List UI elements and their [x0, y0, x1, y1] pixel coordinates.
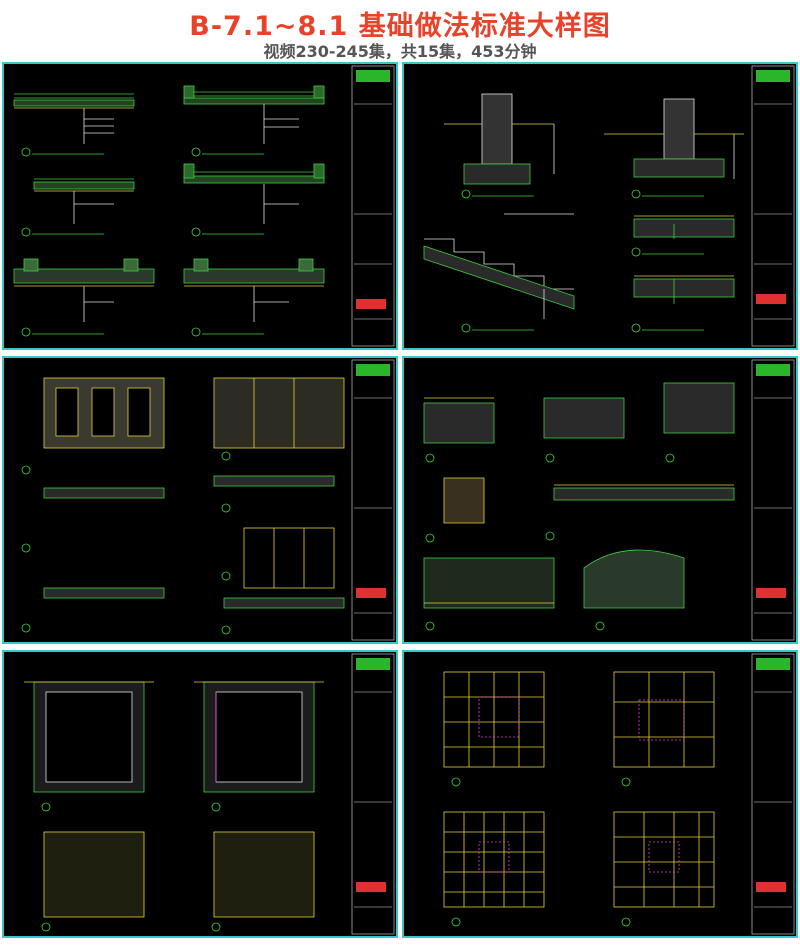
drawing-canvas — [423, 65, 795, 347]
title-block — [751, 65, 795, 347]
drawing-canvas — [21, 359, 395, 641]
drawing-canvas — [423, 359, 795, 641]
page-subtitle: 视频230-245集，共15集，453分钟 — [263, 42, 537, 61]
sheet-5-pool-details[interactable] — [2, 650, 398, 938]
logo-badge-icon — [356, 364, 390, 376]
logo-badge-icon — [756, 70, 790, 82]
sheet-6-paving-patterns[interactable] — [402, 650, 798, 938]
sheet-4-edge-details[interactable] — [402, 356, 798, 644]
logo-badge-icon — [756, 364, 790, 376]
title-block — [751, 359, 795, 641]
drawing-canvas — [443, 653, 795, 935]
logo-badge-icon — [356, 70, 390, 82]
drawing-canvas — [24, 653, 395, 935]
logo-badge-icon — [356, 658, 390, 670]
title-block — [351, 65, 395, 347]
page-header: B-7.1~8.1 基础做法标准大样图 视频230-245集，共15集，453分… — [0, 0, 800, 61]
logo-badge-icon — [756, 658, 790, 670]
title-block — [351, 653, 395, 935]
page-title: B-7.1~8.1 基础做法标准大样图 — [189, 11, 611, 42]
sheet-1-paving-sections[interactable] — [2, 62, 398, 350]
title-block — [751, 653, 795, 935]
sheet-2-curb-sections[interactable] — [402, 62, 798, 350]
drawing-canvas — [13, 65, 395, 347]
title-block — [351, 359, 395, 641]
sheet-3-stepping-stones[interactable] — [2, 356, 398, 644]
